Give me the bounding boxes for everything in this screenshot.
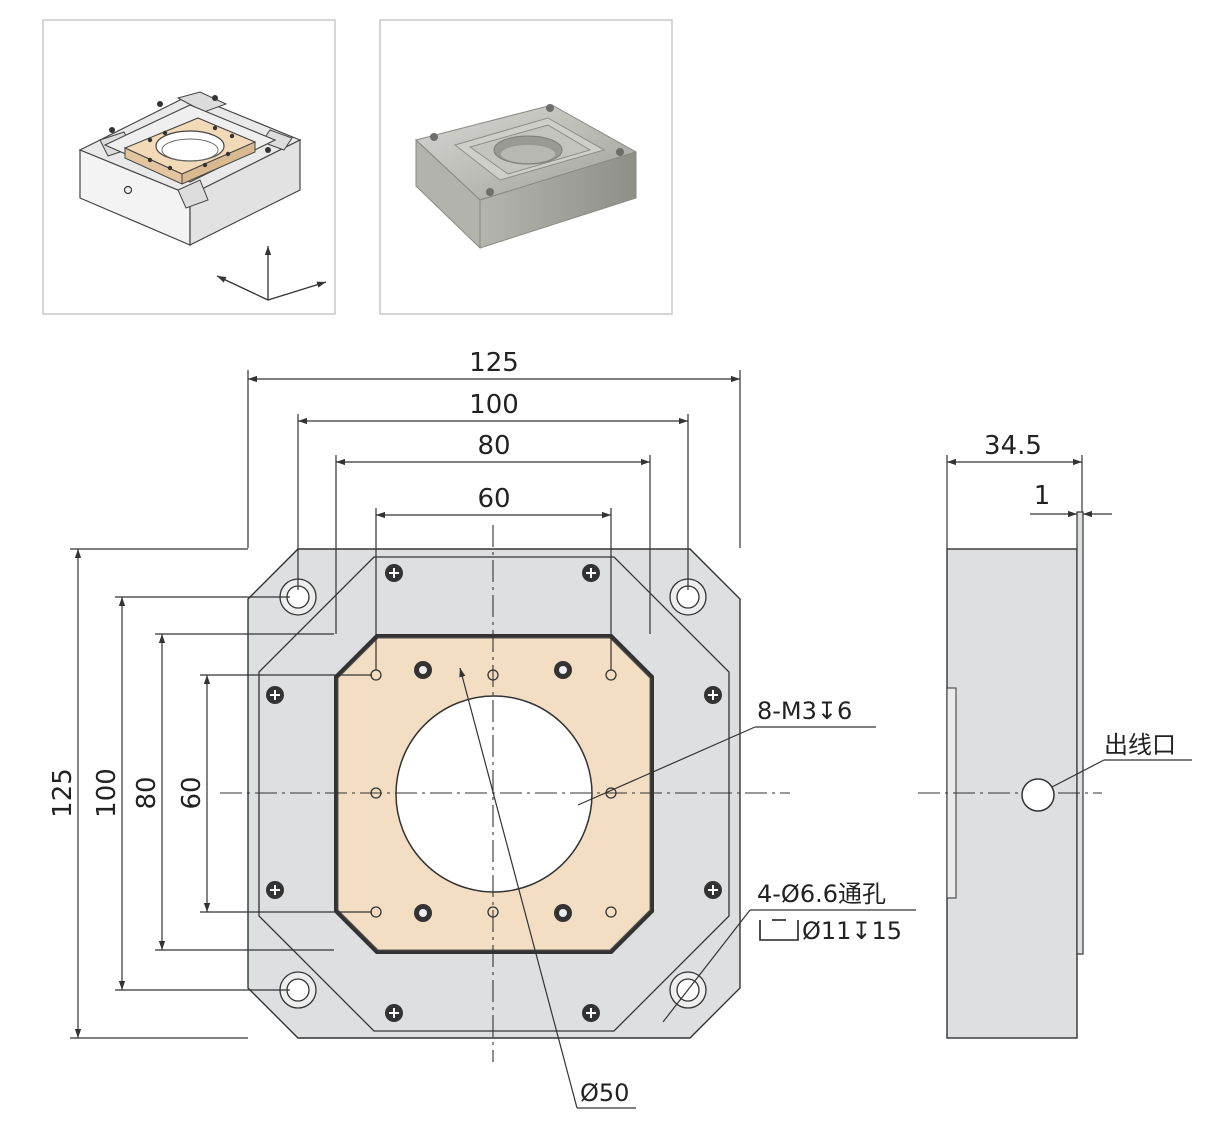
dim-height-125: 125 (48, 768, 78, 818)
dim-width-125: 125 (469, 348, 519, 378)
through-hole-icon (279, 578, 707, 1009)
callout-counterbore: Ø11↧15 (802, 917, 902, 945)
dim-width-80: 80 (477, 431, 510, 461)
callout-leaders (459, 667, 916, 1109)
dim-width-60: 60 (477, 484, 510, 514)
callout-tapped-holes: 8-M3↧6 (757, 697, 852, 725)
dim-width-100: 100 (469, 390, 519, 420)
iso-line-drawing (42, 19, 336, 315)
side-top-plate (1076, 511, 1084, 955)
iso-render-photo (379, 19, 673, 315)
dim-side-thickness: 34.5 (984, 431, 1042, 461)
dim-height-60: 60 (177, 776, 207, 809)
callout-through-holes: 4-Ø6.6通孔 (757, 880, 886, 908)
callout-cable-outlet: 出线口 (1104, 731, 1176, 759)
vertical-dimensions (70, 548, 372, 1039)
stage-hole-icon (414, 661, 572, 922)
dim-side-lip: 1 (1034, 481, 1051, 511)
side-view (918, 455, 1192, 1039)
dim-bore-diameter: Ø50 (580, 1079, 629, 1107)
axis-triad-icon (216, 246, 327, 301)
counterbore-symbol-icon (759, 919, 799, 941)
screw-icon (266, 564, 722, 1022)
dim-height-80: 80 (132, 776, 162, 809)
cable-outlet-hole (1021, 778, 1055, 812)
dim-height-100: 100 (92, 768, 122, 818)
horizontal-dimensions (247, 370, 741, 670)
top-view (220, 525, 790, 1062)
